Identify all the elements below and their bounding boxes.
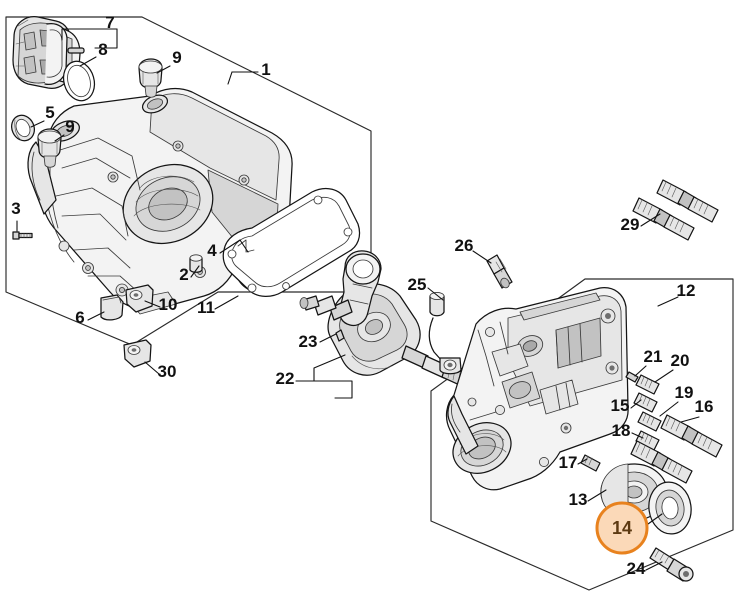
callout-pin: 21: [644, 347, 663, 366]
callout-oil-hose: 25: [408, 275, 427, 294]
highlight-label: 14: [612, 518, 632, 538]
part-17-dowel-pin: [580, 454, 601, 472]
callout-oil-pump-assembly: 7: [105, 13, 114, 32]
callout-o-ring: 8: [98, 40, 107, 59]
callout-rubber-buffer: 6: [75, 308, 84, 327]
callout-stud-bolt: 29: [621, 215, 640, 234]
highlight-circle-14[interactable]: 14: [595, 501, 649, 555]
callout-mount-bracket-lower: 30: [158, 362, 177, 381]
callout-crankcase-left-assembly: 1: [261, 60, 270, 79]
part-26-valve: [486, 254, 513, 289]
part-30-mount-bracket: [123, 339, 152, 368]
callout-ball-bearing-right: 13: [569, 490, 588, 509]
leader-lines: [16, 28, 700, 571]
part-19-stud-long-lower: [630, 440, 693, 484]
callout-screw-small: 3: [11, 199, 20, 218]
part-29-stud-bolt-upper: [656, 179, 719, 223]
part-24-socket-head-screw: [649, 547, 694, 582]
callout-gasket: 11: [197, 298, 215, 317]
part-10-mount-bracket: [125, 284, 154, 313]
part-9-annular-buffer-lower: [37, 128, 62, 168]
part-5-oil-seal: [11, 114, 35, 142]
crankcase-right-body: [445, 287, 629, 491]
callout-mount-bracket-upper: 10: [159, 295, 178, 314]
part-3-screw: [12, 231, 33, 240]
group-box-1: [5, 16, 372, 346]
part-19-stud-medium: [637, 411, 662, 432]
part-2-plug: [189, 254, 203, 273]
part-11-gasket: [222, 187, 361, 297]
part-25-oil-hose: [428, 291, 462, 375]
part-8-o-ring: [62, 60, 96, 102]
callout-woodruff-key: 23: [299, 332, 318, 351]
part-9-annular-buffer-upper: [138, 58, 163, 98]
part-15-bushing: [633, 392, 658, 413]
callout-spacer-bushing: 20: [671, 351, 690, 370]
callout-dowel-pin: 17: [559, 453, 578, 472]
part-23-woodruff-key: [335, 329, 345, 342]
callout-annular-buffer-lower: 9: [65, 117, 74, 136]
callout-spacer-sleeve-short: 18: [612, 421, 631, 440]
highlight-ring[interactable]: [595, 501, 649, 555]
callout-oil-seal: 5: [45, 103, 54, 122]
callout-crankcase-right-assembly: 12: [677, 281, 696, 300]
callout-ball-bearing-left: 4: [207, 241, 217, 260]
part-14-oil-seal: [648, 481, 692, 535]
callout-socket-head-screw: 24: [627, 559, 646, 578]
callout-plug: 2: [179, 265, 188, 284]
callout-spacer-sleeve: 15: [611, 396, 630, 415]
callout-crankshaft-assembly: 22: [276, 369, 295, 388]
callout-stud-medium: 19: [675, 383, 694, 402]
callout-annular-buffer-upper: 9: [172, 48, 181, 67]
part-6-rubber-buffer: [100, 294, 124, 321]
part-20-bushing: [635, 374, 660, 395]
part-16-stud-long: [660, 414, 723, 458]
callout-stud-long: 16: [695, 397, 714, 416]
callout-valve: 26: [455, 236, 474, 255]
part-29-stud-bolt-lower: [632, 197, 695, 241]
